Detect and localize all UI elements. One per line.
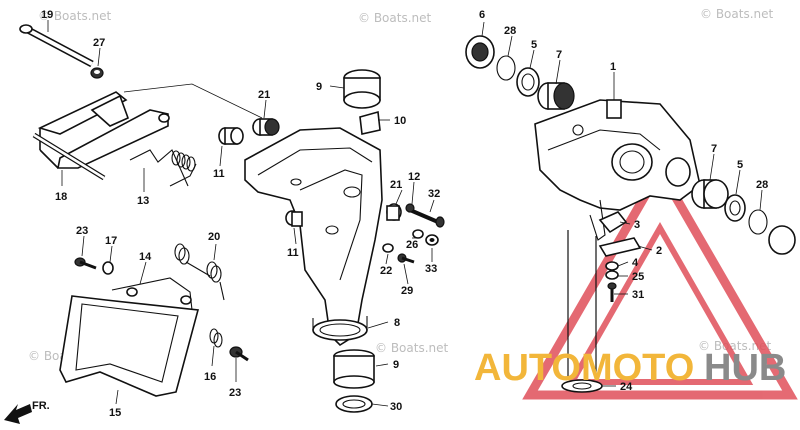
callout-7a: 7 bbox=[556, 49, 562, 61]
bushing-7b bbox=[691, 179, 729, 209]
callout-15: 15 bbox=[109, 407, 121, 419]
bushing-21b bbox=[386, 203, 402, 221]
washer-22 bbox=[382, 243, 394, 253]
callout-14: 14 bbox=[139, 251, 152, 263]
small-parts-stack bbox=[598, 211, 642, 302]
washer-24 bbox=[561, 379, 603, 393]
callout-18: 18 bbox=[55, 191, 67, 203]
callout-23b: 23 bbox=[229, 387, 241, 399]
callout-22: 22 bbox=[380, 265, 392, 277]
callout-6: 6 bbox=[479, 9, 485, 21]
screw-29 bbox=[397, 253, 415, 264]
callout-28a: 28 bbox=[504, 25, 516, 37]
callout-11a: 11 bbox=[213, 168, 225, 180]
front-direction-arrow: FR. bbox=[4, 400, 50, 424]
callout-9b: 9 bbox=[393, 359, 399, 371]
bolt-23b bbox=[229, 346, 249, 362]
swivel-case-8 bbox=[244, 127, 383, 347]
front-direction-label: FR. bbox=[32, 400, 50, 412]
callout-7b: 7 bbox=[711, 143, 717, 155]
clip-10 bbox=[359, 110, 381, 135]
callout-26: 26 bbox=[406, 239, 418, 251]
collar-17 bbox=[102, 261, 114, 275]
cap-seal bbox=[768, 225, 796, 255]
callout-17: 17 bbox=[105, 235, 117, 247]
bushing-21a bbox=[252, 118, 280, 136]
callout-29: 29 bbox=[401, 285, 413, 297]
washer-30 bbox=[335, 395, 373, 413]
callout-10: 10 bbox=[394, 115, 406, 127]
callout-16: 16 bbox=[204, 371, 216, 383]
leader-lines bbox=[47, 20, 763, 407]
steering-shaft bbox=[567, 230, 597, 380]
callout-2: 2 bbox=[656, 245, 662, 257]
callout-21b: 21 bbox=[390, 179, 402, 191]
callout-11b: 11 bbox=[287, 247, 299, 259]
brand-text-secondary: HUB bbox=[704, 347, 786, 389]
circlip-28b bbox=[748, 209, 768, 235]
callout-1: 1 bbox=[610, 61, 616, 73]
bushing-9b bbox=[333, 349, 375, 389]
callout-12: 12 bbox=[408, 171, 420, 183]
watermark-top-center: © Boats.net bbox=[358, 11, 432, 25]
oil-seal-6 bbox=[465, 35, 495, 69]
callout-24: 24 bbox=[620, 381, 633, 393]
watermark-mid-right: © Boats.net bbox=[698, 339, 772, 353]
bushing-7a bbox=[537, 82, 575, 110]
watermark-top-left: © Boats.net bbox=[38, 9, 112, 23]
callout-8: 8 bbox=[394, 317, 400, 329]
brand-triangle bbox=[522, 161, 798, 400]
spring-13 bbox=[129, 149, 197, 187]
spring-20 bbox=[174, 243, 225, 301]
washer-5b bbox=[724, 194, 746, 222]
nut-27 bbox=[90, 67, 104, 79]
callout-numbers: 19 27 18 13 11 21 9 10 21 12 32 11 26 22… bbox=[41, 9, 768, 419]
brand-text-primary: AUTOMOTO bbox=[474, 347, 694, 389]
callout-31: 31 bbox=[632, 289, 644, 301]
bolt-23a bbox=[74, 257, 97, 270]
swivel-bracket-1 bbox=[534, 99, 701, 241]
callout-28b: 28 bbox=[756, 179, 768, 191]
watermark-mid-center: © Boats.net bbox=[375, 341, 449, 355]
callout-5b: 5 bbox=[737, 159, 743, 171]
callout-25: 25 bbox=[632, 271, 644, 283]
spring-16 bbox=[209, 328, 223, 348]
callout-4: 4 bbox=[632, 257, 639, 269]
callout-20: 20 bbox=[208, 231, 220, 243]
callout-27: 27 bbox=[93, 37, 105, 49]
callout-21a: 21 bbox=[258, 89, 270, 101]
callout-19: 19 bbox=[41, 9, 53, 21]
callout-9a: 9 bbox=[316, 81, 322, 93]
tilt-lever-15 bbox=[59, 295, 200, 397]
arm-18 bbox=[32, 91, 170, 181]
callout-33: 33 bbox=[425, 263, 437, 275]
tilt-pin-19 bbox=[19, 24, 94, 68]
bushing-11b bbox=[285, 210, 303, 227]
bushing-11a bbox=[218, 127, 244, 145]
bolt-32 bbox=[405, 203, 445, 228]
callout-13: 13 bbox=[137, 195, 149, 207]
callout-23a: 23 bbox=[76, 225, 88, 237]
callout-30: 30 bbox=[390, 401, 402, 413]
watermark-top-right: © Boats.net bbox=[700, 7, 774, 21]
washer-26 bbox=[412, 229, 424, 239]
callout-32: 32 bbox=[428, 188, 440, 200]
brand-logo: AUTOMOTO HUB bbox=[474, 347, 786, 389]
circlip-28a bbox=[496, 55, 516, 81]
nut-33 bbox=[425, 234, 439, 246]
callout-5a: 5 bbox=[531, 39, 537, 51]
washer-5a bbox=[516, 67, 540, 97]
callout-3: 3 bbox=[634, 219, 640, 231]
bushing-9a bbox=[343, 69, 381, 109]
